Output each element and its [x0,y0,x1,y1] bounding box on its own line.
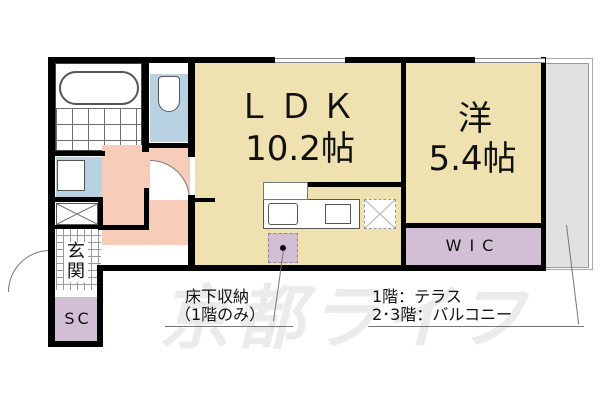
bathtub-icon [59,71,139,105]
storage-x-icon [56,203,98,225]
window [475,58,545,63]
watermark: 京都ライフ [160,277,530,359]
wall [405,223,542,228]
western-room [406,63,541,223]
wall [142,143,192,148]
wall [195,198,215,202]
wall [308,182,405,187]
wall [97,265,103,347]
fridge-space-icon [364,199,396,229]
entrance-door-swing [8,250,50,292]
note-underline [165,326,293,327]
window [275,58,345,63]
genkan-label: 玄関 [64,242,88,282]
wall [48,57,55,347]
wall [55,151,105,156]
underfloor-note-line1: 床下収納 [185,287,250,306]
shoe-closet [55,297,101,342]
wall [98,225,148,230]
toilet-icon [158,76,180,112]
sink-icon [268,203,298,225]
wall [142,57,149,152]
wall [98,197,103,227]
sc-label: SC [64,309,92,328]
ldk-room [195,63,402,265]
wall [97,265,544,271]
terrace-note-line1: 1階：テラス [372,287,462,306]
western-size: 5.4帖 [428,139,517,179]
wall [188,57,195,157]
wall [55,197,100,202]
stove-icon [325,204,351,224]
washing-machine-icon [57,160,85,191]
terrace-note-line2: 2･3階：バルコニー [372,305,513,324]
underfloor-note-line2: （1階のみ） [175,305,266,324]
wall [144,188,149,230]
wall [345,57,475,63]
kitchen-upper [263,182,308,200]
note-underline [368,326,584,327]
walk-in-closet [406,228,541,265]
ldk-size: 10.2帖 [245,129,355,169]
underfloor-storage-dot [280,245,286,251]
wic-label: WIC [445,236,502,255]
ldk-name: ＬＤＫ [237,87,363,127]
wall [48,341,102,347]
western-name: 洋 [458,99,492,139]
balcony-outline [540,58,593,270]
wall [55,225,101,229]
wall [48,57,275,63]
bathroom-tiles [56,108,141,150]
wall [401,57,406,271]
wall [541,57,546,271]
wall [188,195,195,270]
